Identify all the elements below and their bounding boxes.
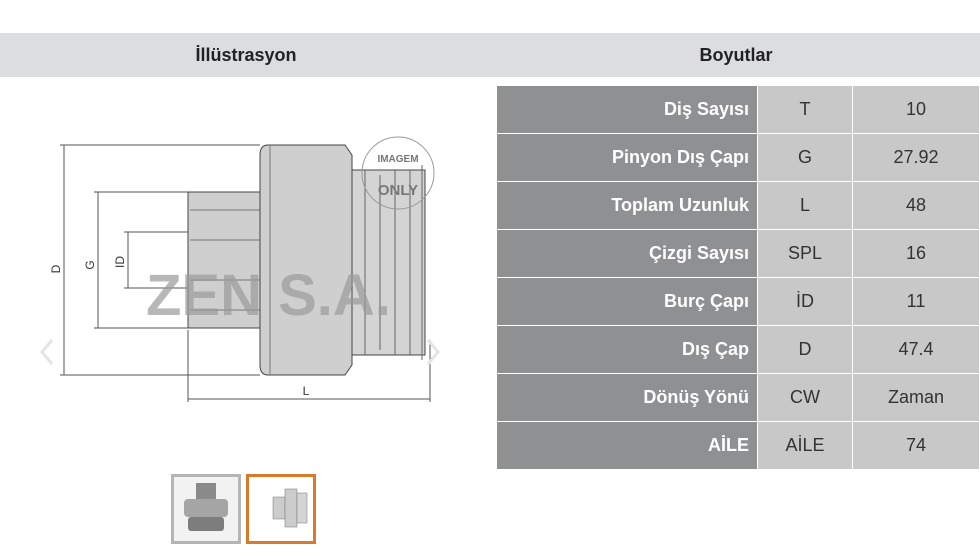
dimension-symbol: G	[757, 133, 853, 182]
stamp-bottom-text: ONLY	[378, 182, 418, 199]
dimension-value: 10	[852, 85, 980, 134]
prev-arrow-icon[interactable]	[40, 339, 54, 365]
dimension-value: 74	[852, 421, 980, 470]
dimension-symbol: CW	[757, 373, 853, 422]
thumbnail-photo[interactable]	[171, 474, 241, 544]
dimension-symbol: L	[757, 181, 853, 230]
dimension-value: 16	[852, 229, 980, 278]
dimension-value: 48	[852, 181, 980, 230]
dimension-value: 11	[852, 277, 980, 326]
label-l: L	[303, 384, 310, 398]
dimension-label: Çizgi Sayısı	[496, 229, 758, 278]
illustration-title: İllüstrasyon	[195, 44, 297, 65]
starter-drive-photo-icon	[174, 477, 238, 541]
dimension-symbol: T	[757, 85, 853, 134]
technical-drawing: IMAGEM ONLY ZEN S.A. D G ID L	[40, 136, 440, 402]
label-id: ID	[113, 256, 127, 268]
dimension-value: 47.4	[852, 325, 980, 374]
technical-drawing-thumb-icon	[249, 477, 313, 541]
dimension-label: Dönüş Yönü	[496, 373, 758, 422]
dimension-symbol: İD	[757, 277, 853, 326]
dimension-label: Diş Sayısı	[496, 85, 758, 134]
dimension-symbol: AİLE	[757, 421, 853, 470]
dimensions-title: Boyutlar	[699, 44, 773, 65]
dimension-symbol: D	[757, 325, 853, 374]
dimension-label: Dış Çap	[496, 325, 758, 374]
dimension-value: Zaman	[852, 373, 980, 422]
label-g: G	[83, 260, 97, 269]
dimension-label: Pinyon Dış Çapı	[496, 133, 758, 182]
dimension-label: AİLE	[496, 421, 758, 470]
dimension-label: Toplam Uzunluk	[496, 181, 758, 230]
stamp-top-text: IMAGEM	[377, 154, 418, 165]
next-arrow-icon[interactable]	[426, 339, 440, 365]
dimension-label: Burç Çapı	[496, 277, 758, 326]
dimension-symbol: SPL	[757, 229, 853, 278]
illustration-header: İllüstrasyon	[0, 33, 492, 77]
dimensions-header: Boyutlar	[492, 33, 980, 77]
label-d: D	[49, 264, 63, 273]
thumbnail-drawing[interactable]	[246, 474, 316, 544]
watermark-logo: ZEN S.A.	[146, 263, 391, 328]
dimension-value: 27.92	[852, 133, 980, 182]
